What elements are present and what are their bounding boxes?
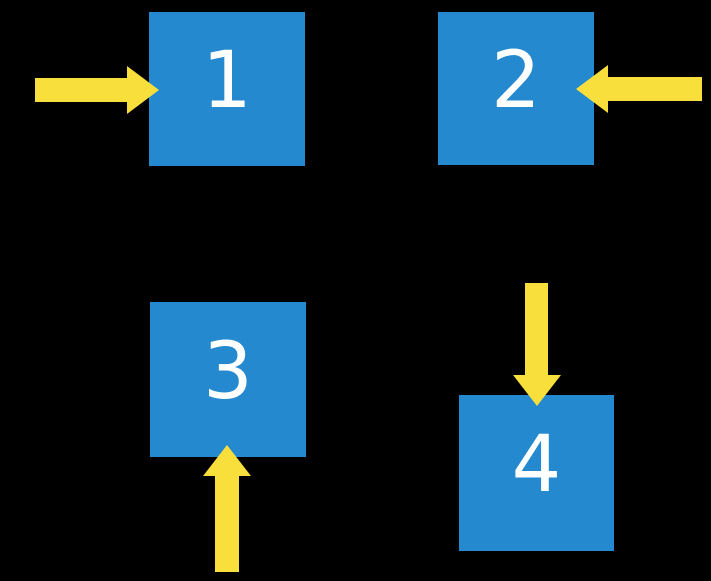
box-1-label: 1 bbox=[202, 36, 252, 126]
numbered-box-3: 3 bbox=[150, 302, 306, 457]
arrow-right-icon bbox=[35, 66, 159, 114]
box-3-label: 3 bbox=[203, 326, 253, 417]
box-4-label: 4 bbox=[511, 420, 562, 510]
numbered-box-4: 4 bbox=[459, 395, 614, 551]
arrow-up-icon bbox=[203, 445, 251, 572]
arrow-down-icon bbox=[513, 283, 561, 406]
arrow-left-icon bbox=[576, 65, 702, 113]
box-2-label: 2 bbox=[491, 35, 541, 126]
numbered-box-2: 2 bbox=[438, 12, 594, 165]
numbered-box-1: 1 bbox=[149, 12, 305, 166]
